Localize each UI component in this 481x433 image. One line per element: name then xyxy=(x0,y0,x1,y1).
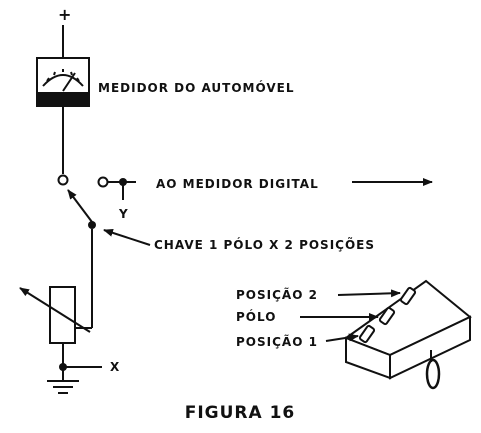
label-pole: PÓLO xyxy=(236,309,276,324)
label-switch: CHAVE 1 PÓLO X 2 POSIÇÕES xyxy=(154,237,375,252)
label-to-digital-meter: AO MEDIDOR DIGITAL xyxy=(156,177,319,191)
label-position-1: POSIÇÃO 1 xyxy=(236,334,318,349)
ground-icon xyxy=(47,367,79,394)
toggle-switch-icon xyxy=(343,279,472,390)
analog-meter-icon xyxy=(36,57,90,107)
label-meter-automobile: MEDIDOR DO AUTOMÓVEL xyxy=(98,80,294,95)
switch-lever xyxy=(67,189,93,223)
label-position-2: POSIÇÃO 2 xyxy=(236,287,318,302)
plus-symbol: + xyxy=(58,5,72,24)
arrow-to-switch xyxy=(103,228,151,246)
potentiometer-icon xyxy=(19,286,91,344)
arrow-position-1 xyxy=(325,333,359,342)
label-point-x: X xyxy=(110,360,120,374)
digital-terminal xyxy=(97,176,109,188)
figure-caption: FIGURA 16 xyxy=(185,403,296,423)
switch-terminal-a xyxy=(57,174,69,186)
switch-pole xyxy=(88,221,96,229)
arrow-position-2 xyxy=(337,289,401,298)
label-point-y: Y xyxy=(118,207,129,221)
